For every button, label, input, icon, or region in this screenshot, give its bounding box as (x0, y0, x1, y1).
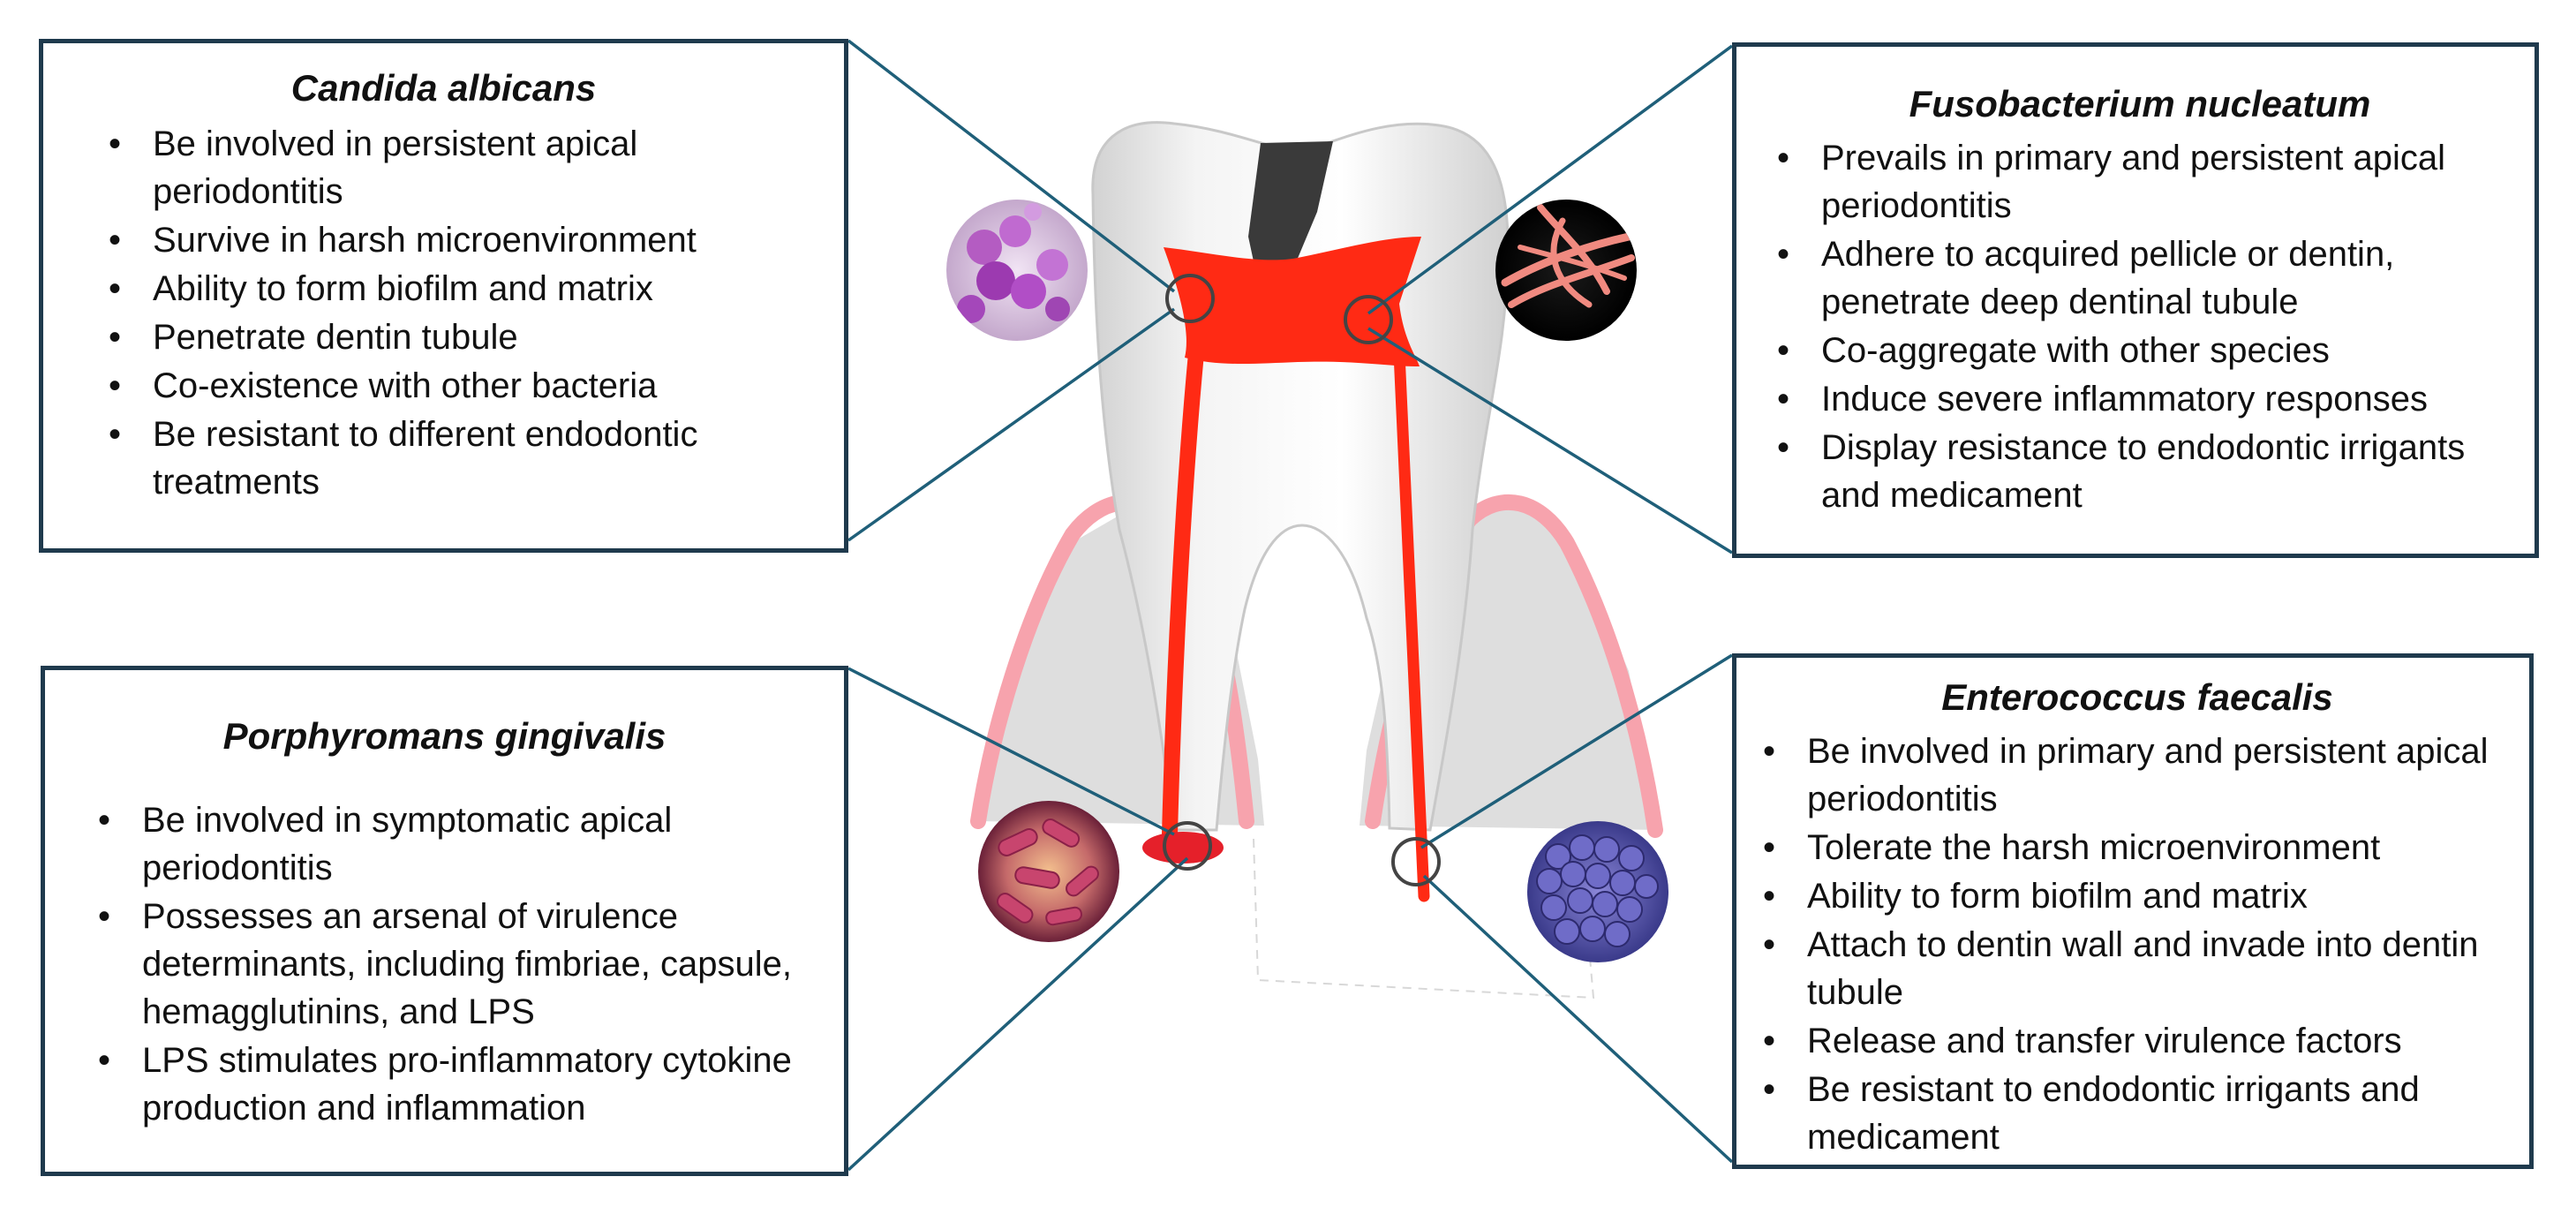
caries-lesion (1248, 141, 1333, 275)
candida-albicans-box: Candida albicans Be involved in persiste… (39, 39, 848, 553)
list-item: Release and transfer virulence factors (1749, 1017, 2512, 1065)
enterococcus-faecalis-box: Enterococcus faecalis Be involved in pri… (1732, 653, 2534, 1169)
marker-fusobacterium (1344, 295, 1393, 344)
marker-candida (1165, 274, 1215, 323)
dashed-outline (1253, 838, 1595, 999)
bone-area (975, 499, 1660, 830)
root-canal-right (1393, 347, 1430, 902)
fusobacterium-nucleatum-list: Prevails in primary and persistent apica… (1763, 134, 2517, 519)
porphyromonas-gingivalis-list: Be involved in symptomatic apical period… (84, 796, 826, 1132)
list-item: Be involved in persistent apical periodo… (94, 120, 826, 215)
list-item: Possesses an arsenal of virulence determ… (84, 893, 826, 1036)
list-item: Attach to dentin wall and invade into de… (1749, 921, 2512, 1016)
porphyromonas-gingivalis-box: Porphyromans gingivalis Be involved in s… (41, 666, 848, 1176)
cocci-cluster-micrograph-icon (1527, 821, 1668, 962)
rod-bacteria-micrograph-icon (978, 801, 1119, 942)
list-item: Ability to form biofilm and matrix (94, 265, 826, 313)
yeast-cells-micrograph-icon (946, 200, 1088, 341)
list-item: LPS stimulates pro-inflammatory cytokine… (84, 1037, 826, 1132)
pulp-chamber (1164, 237, 1421, 366)
enterococcus-faecalis-title: Enterococcus faecalis (1941, 676, 2333, 718)
connector-lines (847, 39, 1734, 1172)
list-item: Ability to form biofilm and matrix (1749, 872, 2512, 920)
list-item: Display resistance to endodontic irrigan… (1763, 424, 2517, 519)
candida-albicans-title: Candida albicans (290, 67, 597, 109)
list-item: Penetrate dentin tubule (94, 313, 826, 361)
candida-albicans-list: Be involved in persistent apical periodo… (94, 120, 826, 506)
rod-bacteria-micrograph-icon (1495, 200, 1637, 341)
list-item: Be resistant to different endodontic tre… (94, 411, 826, 506)
marker-enterococcus (1391, 837, 1441, 886)
list-item: Survive in harsh microenvironment (94, 216, 826, 264)
enterococcus-faecalis-list: Be involved in primary and persistent ap… (1749, 728, 2512, 1161)
root-canal-left (1162, 345, 1204, 842)
list-item: Adhere to acquired pellicle or dentin, p… (1763, 230, 2517, 326)
fusobacterium-nucleatum-title: Fusobacterium nucleatum (1909, 83, 2371, 124)
porphyromonas-gingivalis-title: Porphyromans gingivalis (222, 715, 667, 757)
apical-lesion (1142, 832, 1224, 864)
fusobacterium-nucleatum-box: Fusobacterium nucleatum Prevails in prim… (1732, 42, 2539, 558)
list-item: Be involved in primary and persistent ap… (1749, 728, 2512, 823)
list-item: Co-existence with other bacteria (94, 362, 826, 410)
list-item: Tolerate the harsh microenvironment (1749, 824, 2512, 871)
list-item: Prevails in primary and persistent apica… (1763, 134, 2517, 230)
list-item: Induce severe inflammatory responses (1763, 375, 2517, 423)
list-item: Co-aggregate with other species (1763, 327, 2517, 374)
list-item: Be involved in symptomatic apical period… (84, 796, 826, 892)
list-item: Be resistant to endodontic irrigants and… (1749, 1066, 2512, 1161)
marker-porphyromonas (1163, 821, 1212, 871)
